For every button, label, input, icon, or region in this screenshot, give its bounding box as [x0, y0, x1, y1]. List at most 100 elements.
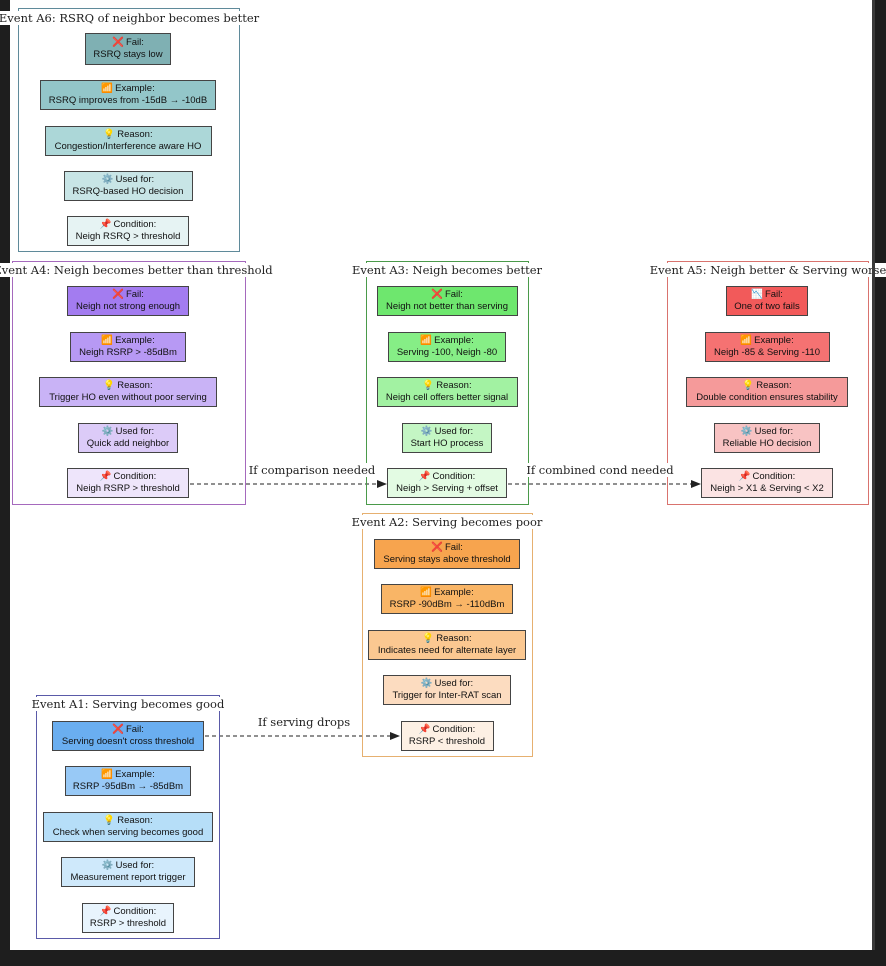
node-text: Neigh not better than serving — [386, 301, 508, 312]
node-heading-label: Reason: — [117, 380, 153, 391]
node-icon: 📶 — [101, 335, 114, 346]
node-heading: 💡Reason: — [46, 129, 211, 141]
node-text: RSRP -90dBm → -110dBm — [389, 599, 505, 610]
cluster-title-a4: Event A4: Neigh becomes better than thre… — [0, 263, 273, 277]
node-heading: 📶Example: — [706, 335, 829, 347]
node-a5-fail[interactable]: 📉Fail:One of two fails — [726, 286, 808, 316]
node-heading-label: Condition: — [113, 471, 157, 482]
node-a1-example[interactable]: 📶Example:RSRP -95dBm → -85dBm — [65, 766, 191, 796]
node-a4-cond[interactable]: 📌Condition:Neigh RSRP > threshold — [67, 468, 189, 498]
node-heading-label: Example: — [115, 83, 155, 94]
node-text: Trigger for Inter-RAT scan — [392, 690, 502, 701]
node-icon: 📌 — [99, 471, 112, 482]
node-icon: ❌ — [112, 724, 124, 735]
node-heading: 📌Condition: — [68, 471, 188, 483]
node-heading: 💡Reason: — [687, 380, 847, 392]
node-a3-reason[interactable]: 💡Reason:Neigh cell offers better signal — [376, 377, 518, 407]
node-text: Reliable HO decision — [722, 438, 812, 449]
node-heading: 📌Condition: — [702, 471, 832, 483]
edges-layer — [190, 480, 701, 740]
node-heading: 📌Condition: — [68, 219, 188, 231]
node-a5-cond[interactable]: 📌Condition:Neigh > X1 & Serving < X2 — [701, 468, 833, 498]
node-a2-example[interactable]: 📶Example:RSRP -90dBm → -110dBm — [381, 584, 513, 614]
node-a6-fail[interactable]: ❌Fail:RSRQ stays low — [85, 33, 171, 65]
node-heading: ⚙️Used for: — [79, 426, 177, 438]
node-heading-label: Used for: — [115, 860, 155, 871]
node-heading-label: Used for: — [434, 426, 474, 437]
node-heading-label: Reason: — [117, 129, 153, 140]
node-heading-label: Example: — [115, 769, 155, 780]
node-a6-cond[interactable]: 📌Condition:Neigh RSRQ > threshold — [67, 216, 189, 246]
node-icon: 📌 — [99, 219, 112, 230]
node-icon: 💡 — [742, 380, 755, 391]
node-heading-label: Example: — [434, 587, 474, 598]
node-a3-fail[interactable]: ❌Fail:Neigh not better than serving — [376, 286, 518, 316]
cluster-title-a1: Event A1: Serving becomes good — [31, 697, 225, 711]
node-text: Measurement report trigger — [70, 872, 186, 883]
node-icon: 📶 — [740, 335, 753, 346]
node-heading: 📉Fail: — [727, 289, 807, 301]
node-a1-cond[interactable]: 📌Condition:RSRP > threshold — [82, 903, 174, 933]
node-heading: 📌Condition: — [83, 906, 173, 918]
node-a2-used[interactable]: ⚙️Used for:Trigger for Inter-RAT scan — [383, 675, 511, 705]
node-heading-label: Fail: — [764, 289, 783, 300]
node-heading-label: Fail: — [125, 289, 144, 300]
node-a3-cond[interactable]: 📌Condition:Neigh > Serving + offset — [387, 468, 507, 498]
node-icon: ⚙️ — [420, 678, 433, 689]
node-a6-reason[interactable]: 💡Reason:Congestion/Interference aware HO — [44, 126, 212, 156]
node-a6-used[interactable]: ⚙️Used for:RSRQ-based HO decision — [63, 171, 193, 201]
node-heading: ❌Fail: — [86, 37, 170, 49]
node-text: Neigh > Serving + offset — [396, 483, 498, 494]
node-icon: ❌ — [112, 289, 124, 300]
node-a6-example[interactable]: 📶Example:RSRQ improves from -15dB → -10d… — [40, 80, 216, 110]
node-text: Neigh RSRP > threshold — [76, 483, 180, 494]
node-a3-used[interactable]: ⚙️Used for:Start HO process — [402, 423, 492, 453]
node-icon: 📌 — [738, 471, 751, 482]
node-text: Neigh > X1 & Serving < X2 — [710, 483, 824, 494]
cluster-a6 — [18, 8, 240, 252]
node-heading: ⚙️Used for: — [715, 426, 819, 438]
node-a2-cond[interactable]: 📌Condition:RSRP < threshold — [400, 721, 494, 751]
node-text: Double condition ensures stability — [696, 392, 838, 403]
node-a1-reason[interactable]: 💡Reason:Check when serving becomes good — [43, 812, 213, 842]
node-a5-example[interactable]: 📶Example:Neigh -85 & Serving -110 — [704, 332, 830, 362]
node-heading: 💡Reason: — [44, 815, 212, 827]
node-icon: ❌ — [431, 542, 443, 553]
node-icon: 📶 — [420, 587, 433, 598]
node-heading-label: Example: — [115, 335, 155, 346]
node-heading-label: Reason: — [436, 380, 472, 391]
cluster-title-a6: Event A6: RSRQ of neighbor becomes bette… — [0, 11, 260, 25]
node-text: Check when serving becomes good — [52, 827, 204, 838]
node-a1-used[interactable]: ⚙️Used for:Measurement report trigger — [61, 857, 195, 887]
node-heading-label: Fail: — [125, 724, 144, 735]
node-a5-used[interactable]: ⚙️Used for:Reliable HO decision — [714, 423, 820, 453]
node-heading-label: Used for: — [754, 426, 794, 437]
node-heading: 📶Example: — [71, 335, 185, 347]
node-a4-used[interactable]: ⚙️Used for:Quick add neighbor — [78, 423, 178, 453]
node-a4-example[interactable]: 📶Example:Neigh RSRP > -85dBm — [70, 332, 186, 362]
node-text: Trigger HO even without poor serving — [49, 392, 207, 403]
node-a4-fail[interactable]: ❌Fail:Neigh not strong enough — [67, 286, 189, 316]
node-a1-fail[interactable]: ❌Fail:Serving doesn't cross threshold — [52, 721, 204, 751]
node-a2-reason[interactable]: 💡Reason:Indicates need for alternate lay… — [368, 630, 526, 660]
node-a2-fail[interactable]: ❌Fail:Serving stays above threshold — [374, 539, 520, 569]
node-heading-label: Reason: — [756, 380, 792, 391]
node-icon: ❌ — [431, 289, 443, 300]
cluster-title-a3: Event A3: Neigh becomes better — [351, 263, 543, 277]
scrollbar[interactable] — [872, 0, 875, 950]
cluster-title-a5: Event A5: Neigh better & Serving worse — [649, 263, 886, 277]
node-icon: 💡 — [103, 129, 116, 140]
node-heading: 💡Reason: — [40, 380, 216, 392]
node-a3-example[interactable]: 📶Example:Serving -100, Neigh -80 — [388, 332, 506, 362]
node-text: Start HO process — [410, 438, 484, 449]
node-text: RSRP -95dBm → -85dBm — [72, 781, 184, 792]
node-icon: 📶 — [101, 83, 114, 94]
node-a4-reason[interactable]: 💡Reason:Trigger HO even without poor ser… — [39, 377, 217, 407]
node-heading: 📶Example: — [66, 769, 190, 781]
cluster-a1 — [36, 695, 220, 939]
node-icon: ⚙️ — [740, 426, 753, 437]
node-a5-reason[interactable]: 💡Reason:Double condition ensures stabili… — [686, 377, 848, 407]
node-heading: ⚙️Used for: — [65, 174, 192, 186]
node-heading-label: Reason: — [436, 633, 472, 644]
node-text: Neigh not strong enough — [75, 301, 181, 312]
